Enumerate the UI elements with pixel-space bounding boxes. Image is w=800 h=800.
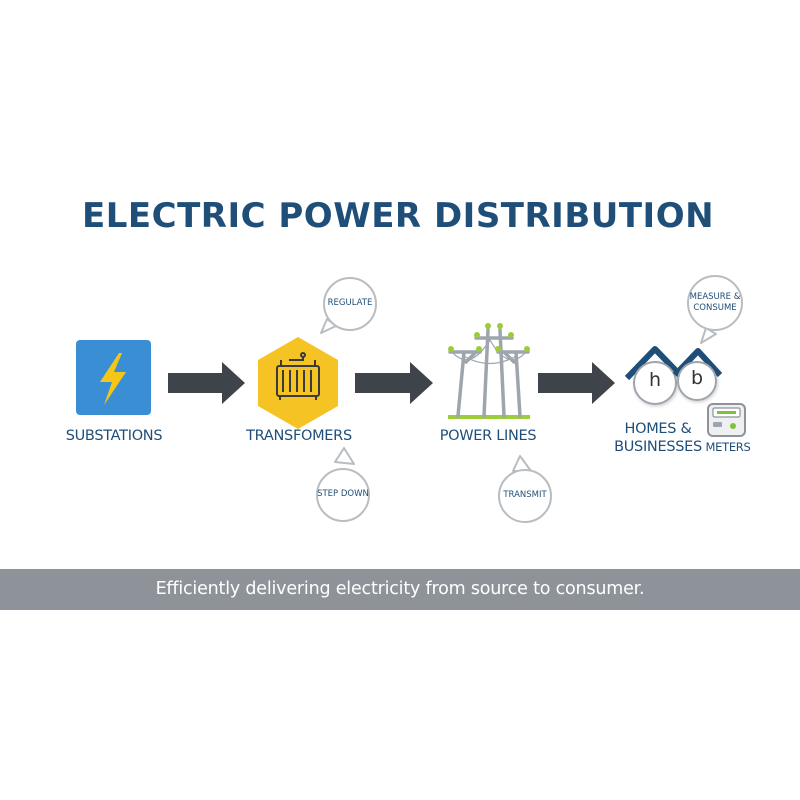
house-letter-b: b (690, 367, 704, 389)
callout-measure-consume (687, 275, 743, 344)
callout-regulate (320, 277, 377, 334)
lightning-bolt-icon (100, 353, 126, 405)
label-power-lines: POWER LINES (439, 428, 537, 444)
callout-measure-line1: MEASURE & (689, 292, 741, 302)
flow-arrow-1 (168, 362, 245, 404)
label-transformers: TRANSFOMERS (246, 428, 352, 444)
label-substations: SUBSTATIONS (65, 428, 163, 444)
callout-measure-line2: CONSUME (693, 303, 737, 313)
label-homes-line2: BUSINESSES (614, 439, 702, 455)
substation-node (76, 340, 151, 415)
callout-step-down (316, 447, 370, 522)
transformer-node (258, 337, 338, 429)
callout-transmit (498, 455, 552, 523)
callout-regulate-text: REGULATE (327, 298, 373, 308)
callout-transmit-text: TRANSMIT (503, 490, 547, 500)
footer-band (0, 569, 800, 610)
footer-caption: Efficiently delivering electricity from … (155, 579, 645, 599)
callout-step-down-text: STEP DOWN (317, 489, 369, 499)
label-meters: METERS (705, 440, 751, 454)
flow-arrow-3 (538, 362, 615, 404)
label-homes-line1: HOMES & (624, 421, 692, 437)
house-icon (624, 346, 723, 405)
house-letter-h: h (648, 369, 662, 391)
label-homes-businesses: HOMES & BUSINESSES (606, 420, 710, 456)
electric-meter-icon (707, 403, 746, 437)
page-title: ELECTRIC POWER DISTRIBUTION (82, 196, 715, 236)
utility-pole-icon (448, 323, 530, 419)
callout-measure-text: MEASURE & CONSUME (686, 292, 744, 314)
transformer-icon (276, 352, 320, 400)
flow-arrow-2 (355, 362, 433, 404)
